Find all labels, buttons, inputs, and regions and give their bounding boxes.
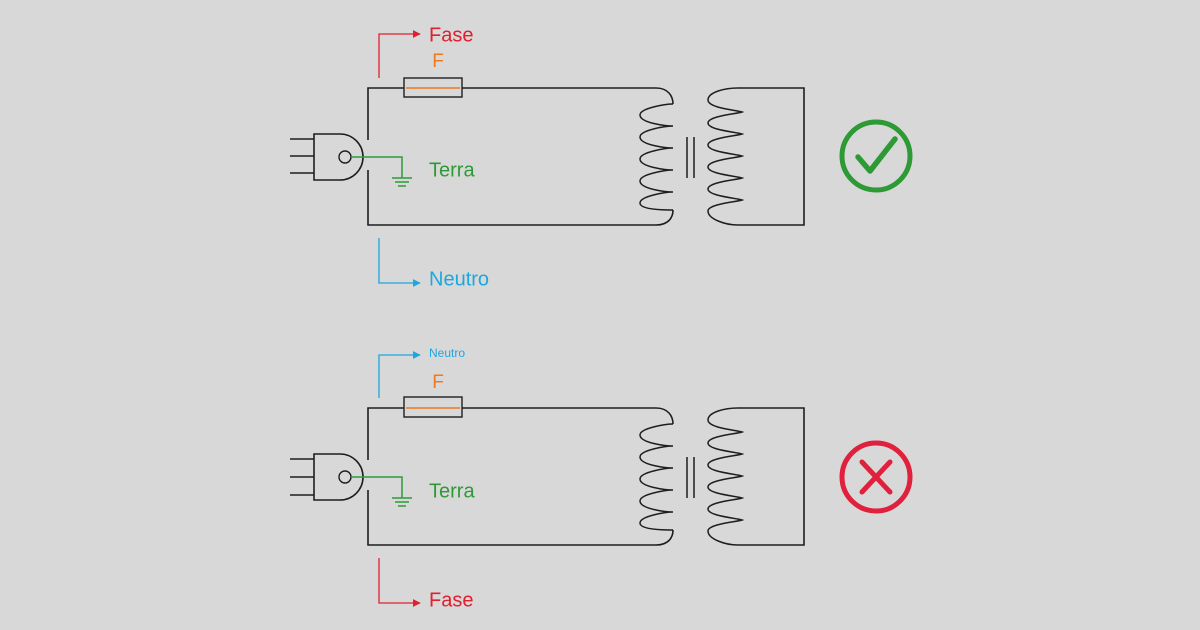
top-wire-label: Neutro xyxy=(429,346,465,360)
top-wire-indicator: Neutro xyxy=(378,346,465,398)
x-circle-icon xyxy=(839,440,913,514)
fase-arrow xyxy=(378,30,421,78)
ground-connection: Terra xyxy=(351,476,475,507)
ground-wire xyxy=(351,476,403,498)
ground-label: Terra xyxy=(429,159,475,181)
fuse: F xyxy=(403,372,463,418)
diagram-wrong: Neutro F xyxy=(290,346,913,611)
bottom-wire-indicator: Fase xyxy=(378,558,473,611)
top-wire-label: Fase xyxy=(429,24,473,46)
bottom-wire-label: Fase xyxy=(429,589,473,611)
plug xyxy=(290,133,364,181)
diagram-correct: Fase F xyxy=(290,24,913,290)
circuit-wires xyxy=(367,87,805,226)
ground-label: Terra xyxy=(429,480,475,502)
secondary-coil xyxy=(707,407,745,546)
fuse-label: F xyxy=(432,372,444,393)
plug-top-wire xyxy=(367,407,404,460)
primary-bottom-wire xyxy=(367,170,674,226)
fuse-label: F xyxy=(432,51,444,72)
ground-connection: Terra xyxy=(351,156,475,187)
secondary-wire xyxy=(738,87,805,226)
primary-top-wire xyxy=(462,87,674,105)
fuse-body xyxy=(403,396,463,418)
bottom-wire-label: Neutro xyxy=(429,268,489,290)
bottom-wire-indicator: Neutro xyxy=(378,238,489,290)
secondary-coil xyxy=(707,87,745,226)
circuit-wires xyxy=(367,407,805,546)
neutro-arrow xyxy=(378,238,421,287)
plug-top-wire xyxy=(367,87,404,140)
primary-coil xyxy=(639,103,674,211)
plug-socket-hole xyxy=(338,470,352,484)
transformer xyxy=(639,87,745,226)
plug-body xyxy=(313,133,364,181)
plug-body xyxy=(313,453,364,501)
primary-bottom-wire xyxy=(367,490,674,546)
primary-top-wire xyxy=(462,407,674,425)
check-circle-icon xyxy=(839,119,913,193)
transformer xyxy=(639,407,745,546)
fuse: F xyxy=(403,51,463,98)
ground-symbol-icon xyxy=(392,177,412,187)
ground-wire xyxy=(351,156,403,178)
ground-symbol-icon xyxy=(392,497,412,507)
secondary-wire xyxy=(738,407,805,546)
primary-coil xyxy=(639,423,674,531)
plug-socket-hole xyxy=(338,150,352,164)
top-wire-indicator: Fase xyxy=(378,24,473,78)
fase-arrow xyxy=(378,558,421,607)
neutro-arrow xyxy=(378,351,421,398)
